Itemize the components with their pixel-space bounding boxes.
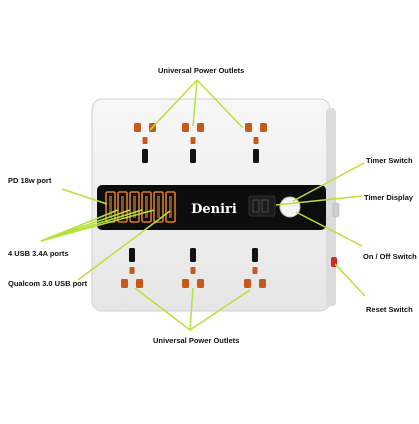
outlet-bottom-3 [244,248,266,288]
usb-port-group [105,191,176,223]
outlet-bottom-2 [182,248,204,288]
brand-logo: Deniri [191,202,237,217]
label-universal-outlets-bottom: Universal Power Outlets [153,336,240,345]
leader-lines [40,79,366,331]
label-universal-outlets-top: Universal Power Outlets [158,66,245,75]
label-onoff-switch: On / Off Switch [363,252,417,261]
outlet-top-3 [245,123,267,163]
outlet-top-2 [182,123,204,163]
outlet-bottom-1 [121,248,143,288]
usb-port [129,191,140,223]
side-edge [326,108,336,306]
label-pd-port: PD 18w port [8,176,52,185]
label-timer-display: Timer Display [364,193,414,202]
power-button[interactable] [279,196,301,218]
usb-port [141,191,152,223]
usb-port [165,191,176,223]
label-timer-switch: Timer Switch [366,156,413,165]
usb-port [117,191,128,223]
label-usb-ports: 4 USB 3.4A ports [8,249,69,258]
label-qualcom-port: Qualcom 3.0 USB port [8,279,88,288]
usb-port [153,191,164,223]
timer-switch[interactable] [332,202,340,218]
label-reset-switch: Reset Switch [366,305,413,314]
